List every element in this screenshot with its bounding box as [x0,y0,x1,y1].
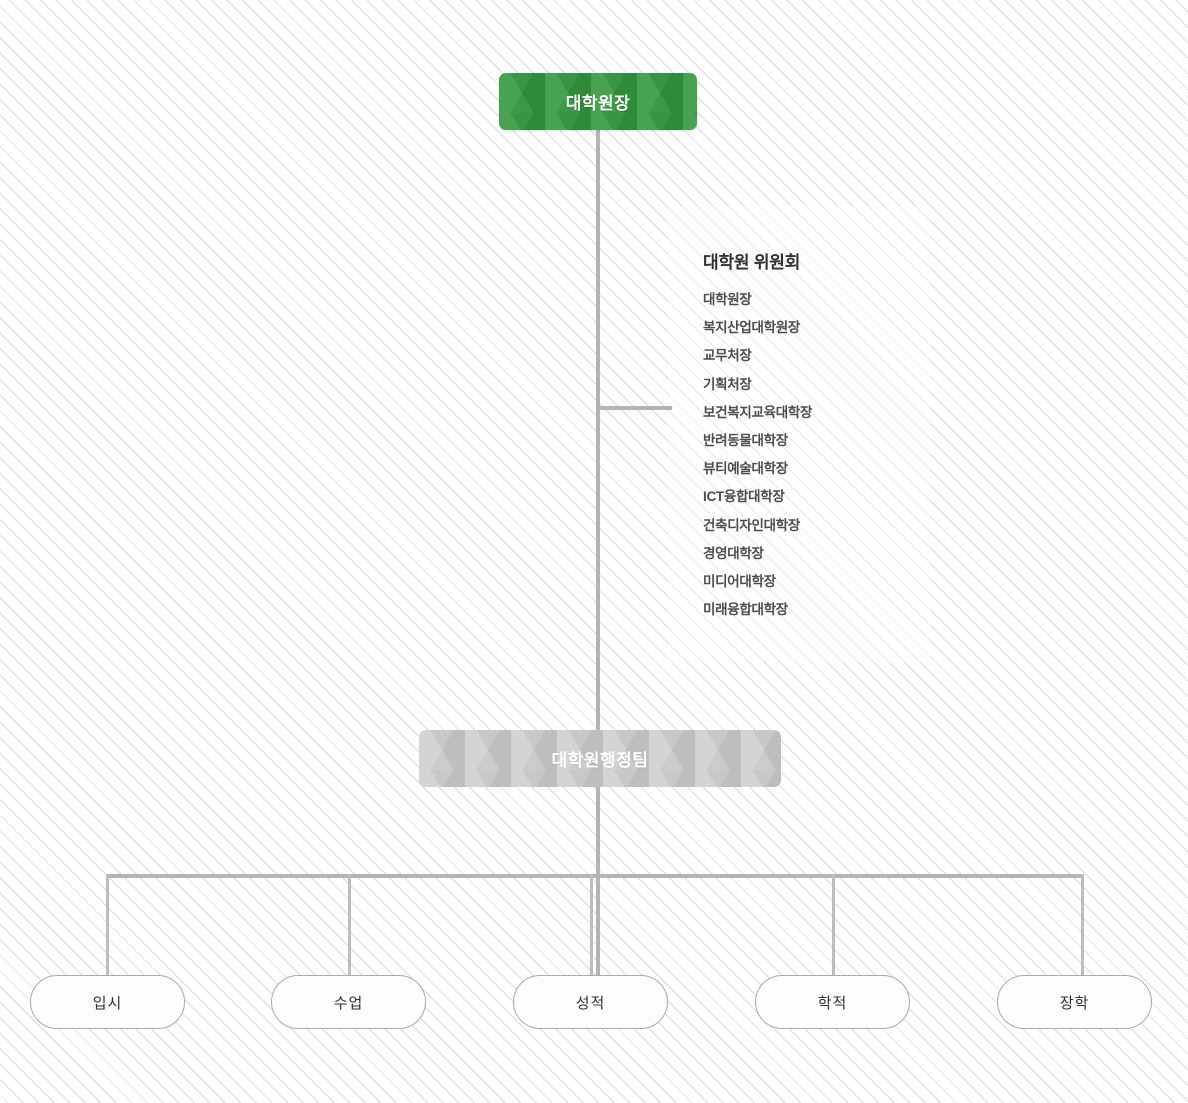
node-admin-team-label: 대학원행정팀 [551,751,649,770]
list-item: 건축디자인대학장 [703,517,800,533]
committee-member-list: 대학원장 복지산업대학원장 교무처장 기획처장 보건복지교육대학장 반려동물대학… [703,286,812,624]
connector-drop-4 [832,874,835,977]
list-item: 복지산업대학원장 [703,320,800,336]
node-scholarship[interactable]: 장학 [997,975,1152,1029]
list-item: 교무처장 [703,348,752,364]
node-dean-of-graduate-school[interactable]: 대학원장 [499,73,697,130]
connector-trunk-lower [596,787,600,977]
node-grades[interactable]: 성적 [513,975,668,1029]
node-academic-records[interactable]: 학적 [755,975,910,1029]
list-item: 뷰티예술대학장 [703,461,788,477]
list-item: 기획처장 [703,376,752,392]
list-item: 반려동물대학장 [703,433,788,449]
connector-leaf-bus [106,874,1084,878]
list-item: 대학원장 [703,292,752,307]
node-graduate-admin-team[interactable]: 대학원행정팀 [419,730,781,787]
list-item: 미래융합대학장 [703,602,788,618]
node-classes[interactable]: 수업 [271,975,426,1029]
node-dean-label: 대학원장 [565,94,631,113]
leaf-label: 수업 [333,994,364,1012]
leaf-label: 장학 [1059,994,1090,1012]
connector-drop-5 [1081,874,1084,977]
connector-drop-2 [348,874,351,977]
list-item: 미디어대학장 [703,574,776,590]
committee-title: 대학원 위원회 [703,253,801,272]
connector-committee-branch [596,406,672,410]
connector-drop-3 [590,874,593,977]
leaf-label: 학적 [817,994,848,1012]
list-item: ICT융합대학장 [703,489,785,505]
list-item: 보건복지교육대학장 [703,404,813,420]
connector-trunk-upper [596,130,600,730]
leaf-label: 입시 [92,994,123,1012]
list-item: 경영대학장 [703,545,764,561]
leaf-label: 성적 [575,994,606,1012]
node-admissions[interactable]: 입시 [30,975,185,1029]
committee-panel [668,206,930,662]
connector-drop-1 [106,874,109,977]
